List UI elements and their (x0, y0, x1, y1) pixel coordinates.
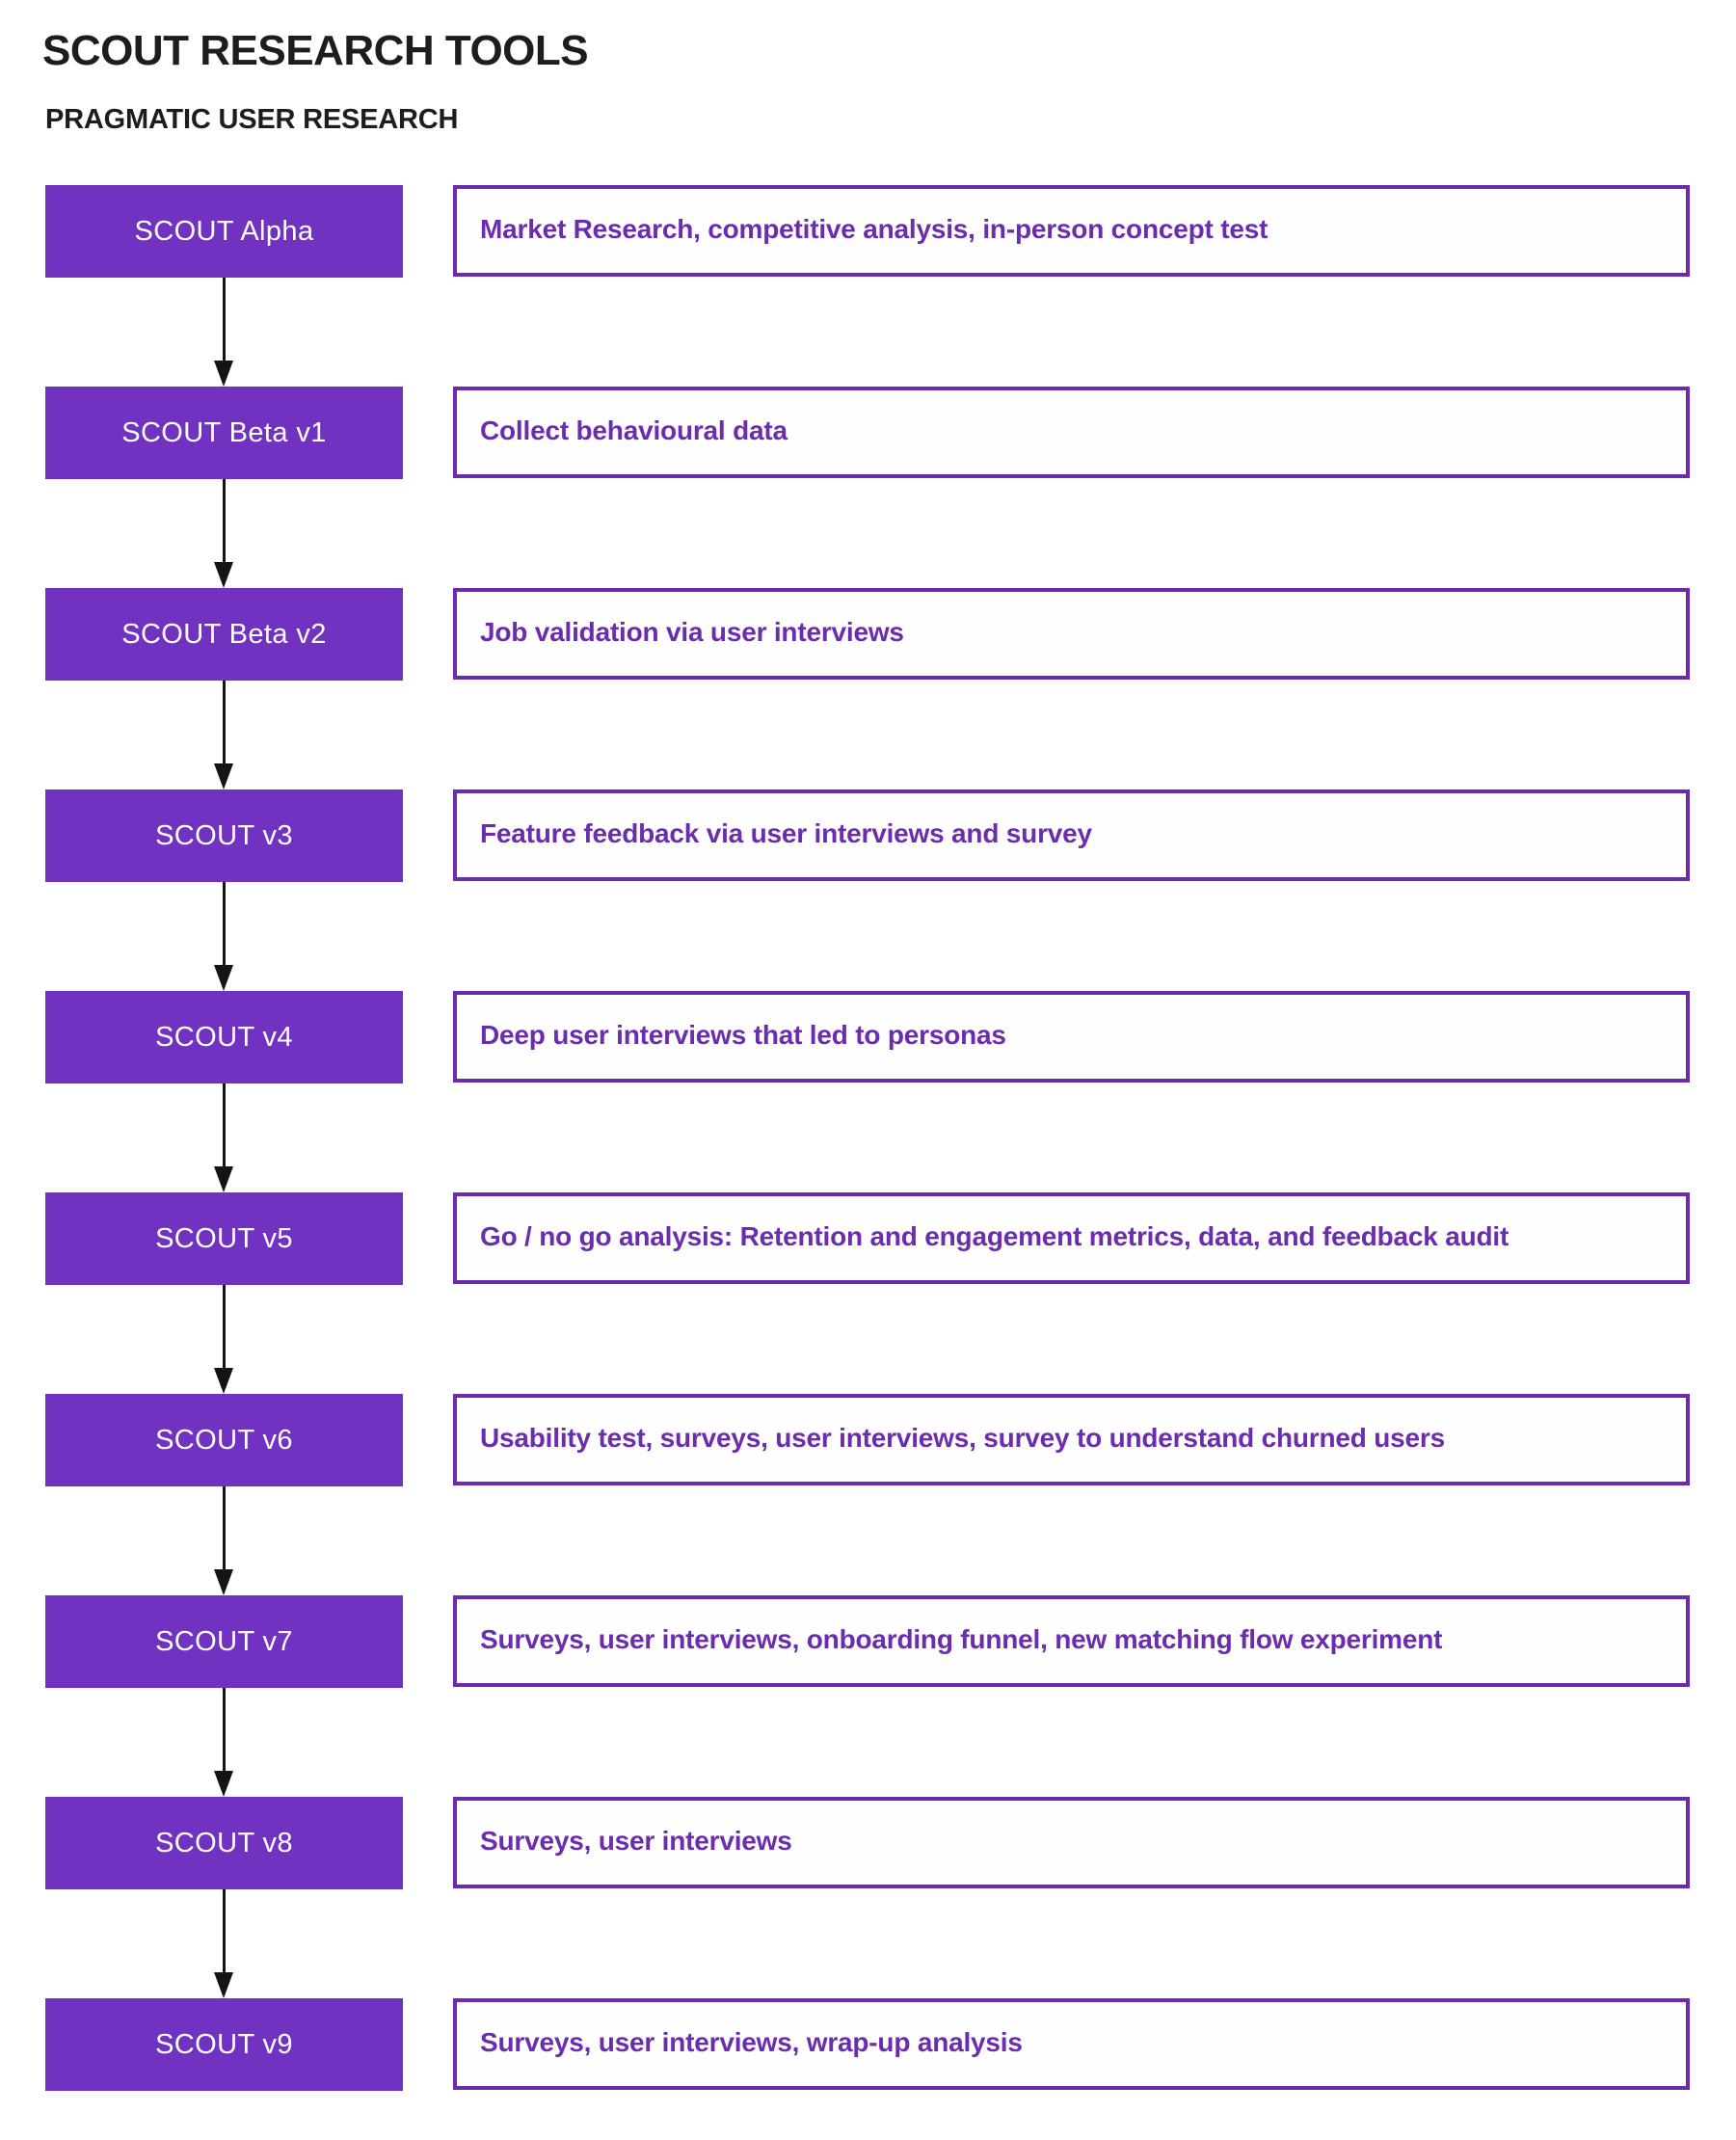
arrow-line (223, 1889, 226, 1975)
flow-node: SCOUT v6 (45, 1394, 403, 1486)
description-text: Collect behavioural data (480, 415, 788, 445)
flow-node-label: SCOUT Beta v1 (121, 416, 327, 448)
description-text: Job validation via user interviews (480, 616, 904, 647)
flow-node: SCOUT v7 (45, 1595, 403, 1688)
arrow-head-icon (214, 1166, 233, 1192)
flow-node-label: SCOUT v6 (155, 1424, 293, 1456)
arrow-head-icon (214, 361, 233, 387)
flow-row: SCOUT Beta v1 Collect behavioural data (0, 387, 1736, 588)
arrow-line (223, 1688, 226, 1774)
connector-arrow (214, 681, 234, 789)
arrow-head-icon (214, 1569, 233, 1595)
arrow-head-icon (214, 562, 233, 588)
flow-node: SCOUT Alpha (45, 185, 403, 278)
arrow-head-icon (214, 1368, 233, 1394)
arrow-head-icon (214, 763, 233, 789)
description-text: Feature feedback via user interviews and… (480, 817, 1092, 848)
connector-arrow (214, 1486, 234, 1595)
description-box: Deep user interviews that led to persona… (453, 991, 1690, 1083)
flow-node-label: SCOUT Alpha (134, 215, 314, 247)
arrow-line (223, 1285, 226, 1371)
flow-row: SCOUT v4 Deep user interviews that led t… (0, 991, 1736, 1192)
arrow-head-icon (214, 1771, 233, 1797)
flow-node: SCOUT v5 (45, 1192, 403, 1285)
flow-node-label: SCOUT v9 (155, 2028, 293, 2060)
arrow-line (223, 882, 226, 968)
arrow-head-icon (214, 965, 233, 991)
flow-node: SCOUT v8 (45, 1797, 403, 1889)
connector-arrow (214, 278, 234, 387)
flow-node-label: SCOUT v4 (155, 1021, 293, 1053)
connector-arrow (214, 1688, 234, 1797)
flow-node: SCOUT Beta v2 (45, 588, 403, 681)
connector-arrow (214, 882, 234, 991)
description-box: Feature feedback via user interviews and… (453, 789, 1690, 881)
flow-node-label: SCOUT v5 (155, 1222, 293, 1254)
arrow-head-icon (214, 1972, 233, 1998)
description-box: Surveys, user interviews (453, 1797, 1690, 1888)
flow-node: SCOUT v4 (45, 991, 403, 1083)
flow-row: SCOUT v7 Surveys, user interviews, onboa… (0, 1595, 1736, 1797)
flow-node-label: SCOUT Beta v2 (121, 618, 327, 650)
flow-node-label: SCOUT v7 (155, 1625, 293, 1657)
connector-arrow (214, 1285, 234, 1394)
description-box: Market Research, competitive analysis, i… (453, 185, 1690, 277)
description-box: Collect behavioural data (453, 387, 1690, 478)
arrow-line (223, 1083, 226, 1169)
description-text: Surveys, user interviews, onboarding fun… (480, 1623, 1443, 1654)
connector-arrow (214, 1889, 234, 1998)
page-subtitle: PRAGMATIC USER RESEARCH (45, 104, 459, 135)
description-text: Surveys, user interviews (480, 1825, 792, 1856)
connector-arrow (214, 1083, 234, 1192)
flow-row: SCOUT v8 Surveys, user interviews (0, 1797, 1736, 1998)
flow-row: SCOUT v9 Surveys, user interviews, wrap-… (0, 1998, 1736, 2091)
flow-row: SCOUT Alpha Market Research, competitive… (0, 185, 1736, 387)
description-text: Surveys, user interviews, wrap-up analys… (480, 2026, 1023, 2057)
arrow-line (223, 278, 226, 363)
flow-node: SCOUT Beta v1 (45, 387, 403, 479)
description-text: Deep user interviews that led to persona… (480, 1019, 1006, 1050)
description-box: Go / no go analysis: Retention and engag… (453, 1192, 1690, 1284)
description-box: Usability test, surveys, user interviews… (453, 1394, 1690, 1485)
description-text: Market Research, competitive analysis, i… (480, 213, 1269, 244)
arrow-line (223, 681, 226, 766)
page-title: SCOUT RESEARCH TOOLS (42, 27, 589, 74)
flow-row: SCOUT Beta v2 Job validation via user in… (0, 588, 1736, 789)
description-box: Surveys, user interviews, onboarding fun… (453, 1595, 1690, 1687)
flow-node: SCOUT v3 (45, 789, 403, 882)
description-box: Surveys, user interviews, wrap-up analys… (453, 1998, 1690, 2090)
flow-row: SCOUT v3 Feature feedback via user inter… (0, 789, 1736, 991)
flow-node-label: SCOUT v8 (155, 1827, 293, 1859)
arrow-line (223, 1486, 226, 1572)
flow-node-label: SCOUT v3 (155, 819, 293, 851)
arrow-line (223, 479, 226, 565)
flow-node: SCOUT v9 (45, 1998, 403, 2091)
flow-row: SCOUT v5 Go / no go analysis: Retention … (0, 1192, 1736, 1394)
description-text: Go / no go analysis: Retention and engag… (480, 1220, 1509, 1251)
description-text: Usability test, surveys, user interviews… (480, 1422, 1445, 1453)
connector-arrow (214, 479, 234, 588)
description-box: Job validation via user interviews (453, 588, 1690, 680)
flow-row: SCOUT v6 Usability test, surveys, user i… (0, 1394, 1736, 1595)
